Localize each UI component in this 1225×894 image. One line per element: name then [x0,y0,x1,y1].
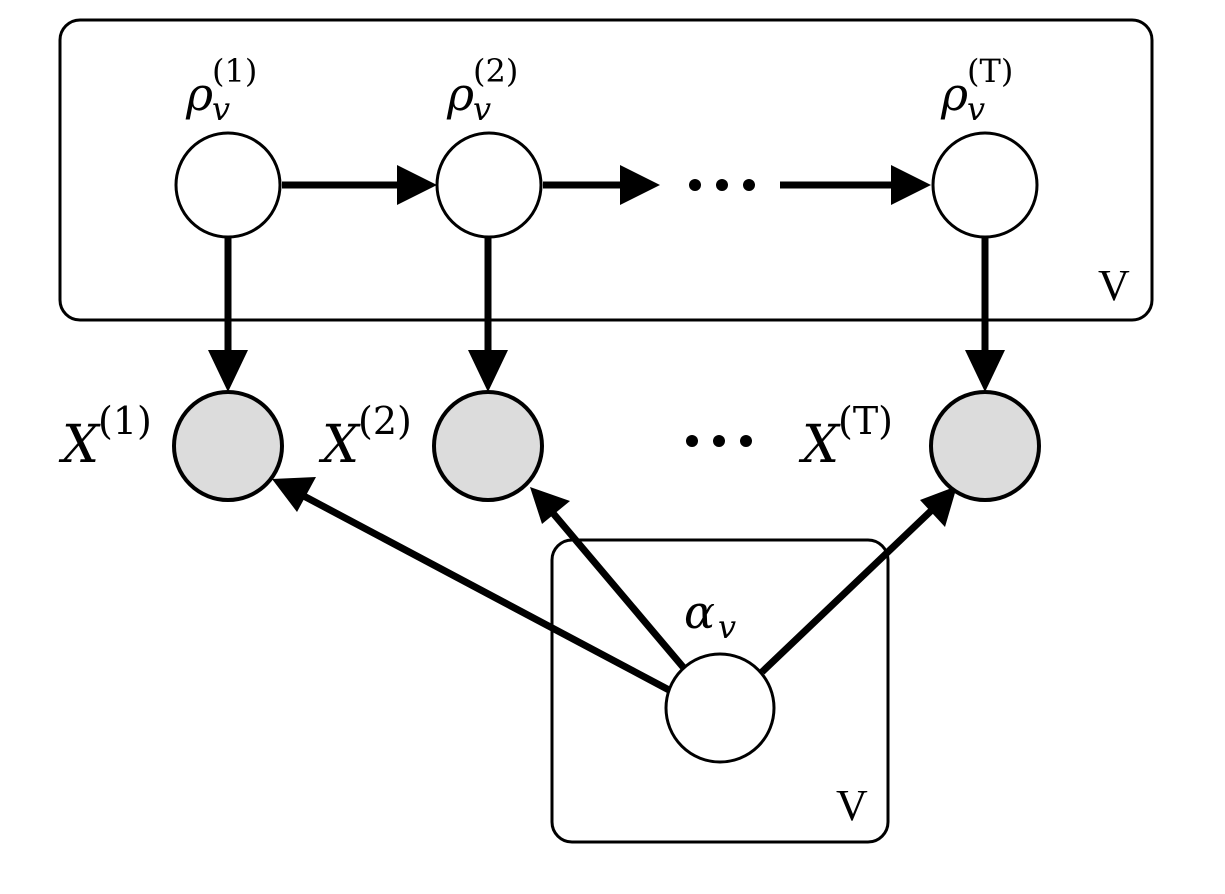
edge-rho1-to-rho2 [282,165,437,205]
edge-alpha-to-x1 [272,477,671,694]
node-rho-2[interactable] [435,131,543,239]
node-x-2[interactable] [432,390,544,502]
label-x-1-superscript: (1) [98,399,152,443]
edge-alpha-to-x2 [530,487,686,670]
node-x-1[interactable] [172,390,284,502]
label-rho-1-base: ρ [185,67,213,121]
edge-rho1-to-x1 [208,237,248,392]
arrowhead-icon [468,350,508,392]
label-alpha-base: α [684,585,715,639]
label-rho-1: ρ v (1) [185,52,257,128]
label-x-T-superscript: (T) [838,399,893,443]
ellipsis-bottom [686,435,752,447]
node-rho-1[interactable] [174,131,282,239]
label-rho-2-base: ρ [446,67,474,121]
label-alpha-subscript: v [718,608,736,646]
arrowhead-icon [620,165,660,205]
bottom-plate-rect [550,538,890,844]
arrowhead-icon [965,350,1005,392]
edge-alpha-to-xT [759,486,957,675]
label-x-1-base: X [58,415,101,475]
top-plate-rect [58,18,1154,322]
label-alpha-v: α v [684,585,736,646]
top-plate-label: V [1098,261,1130,310]
label-rho-2: ρ v (2) [446,52,518,128]
label-x-T: X (T) [798,399,893,475]
node-alpha-v[interactable] [664,652,776,764]
arrowhead-icon [272,477,316,512]
edge-rho2-to-x2 [468,237,508,392]
label-rho-2-superscript: (2) [473,52,518,90]
label-rho-1-subscript: v [212,90,230,128]
arrowhead-icon [530,487,570,524]
label-x-T-base: X [798,415,841,475]
label-x-2-superscript: (2) [358,399,412,443]
node-x-T[interactable] [929,390,1041,502]
edge-rhoT-to-xT [965,237,1005,392]
ellipsis-top [689,179,755,191]
arrowhead-icon [397,165,437,205]
label-x-2-base: X [318,415,361,475]
edge-rho2-to-ellipsis [543,165,660,205]
label-rho-T: ρ v (T) [940,52,1013,128]
edge-ellipsis-to-rhoT [780,165,931,205]
label-rho-2-subscript: v [473,90,491,128]
arrowhead-icon [920,486,957,527]
label-rho-1-superscript: (1) [212,52,257,90]
arrowhead-icon [891,165,931,205]
arrowhead-icon [208,350,248,392]
node-rho-T[interactable] [931,131,1039,239]
bottom-plate-label: V [836,781,868,830]
label-x-2: X (2) [318,399,412,475]
label-rho-T-subscript: v [967,90,985,128]
label-rho-T-superscript: (T) [967,52,1013,90]
label-x-1: X (1) [58,399,152,475]
label-rho-T-base: ρ [940,67,968,121]
